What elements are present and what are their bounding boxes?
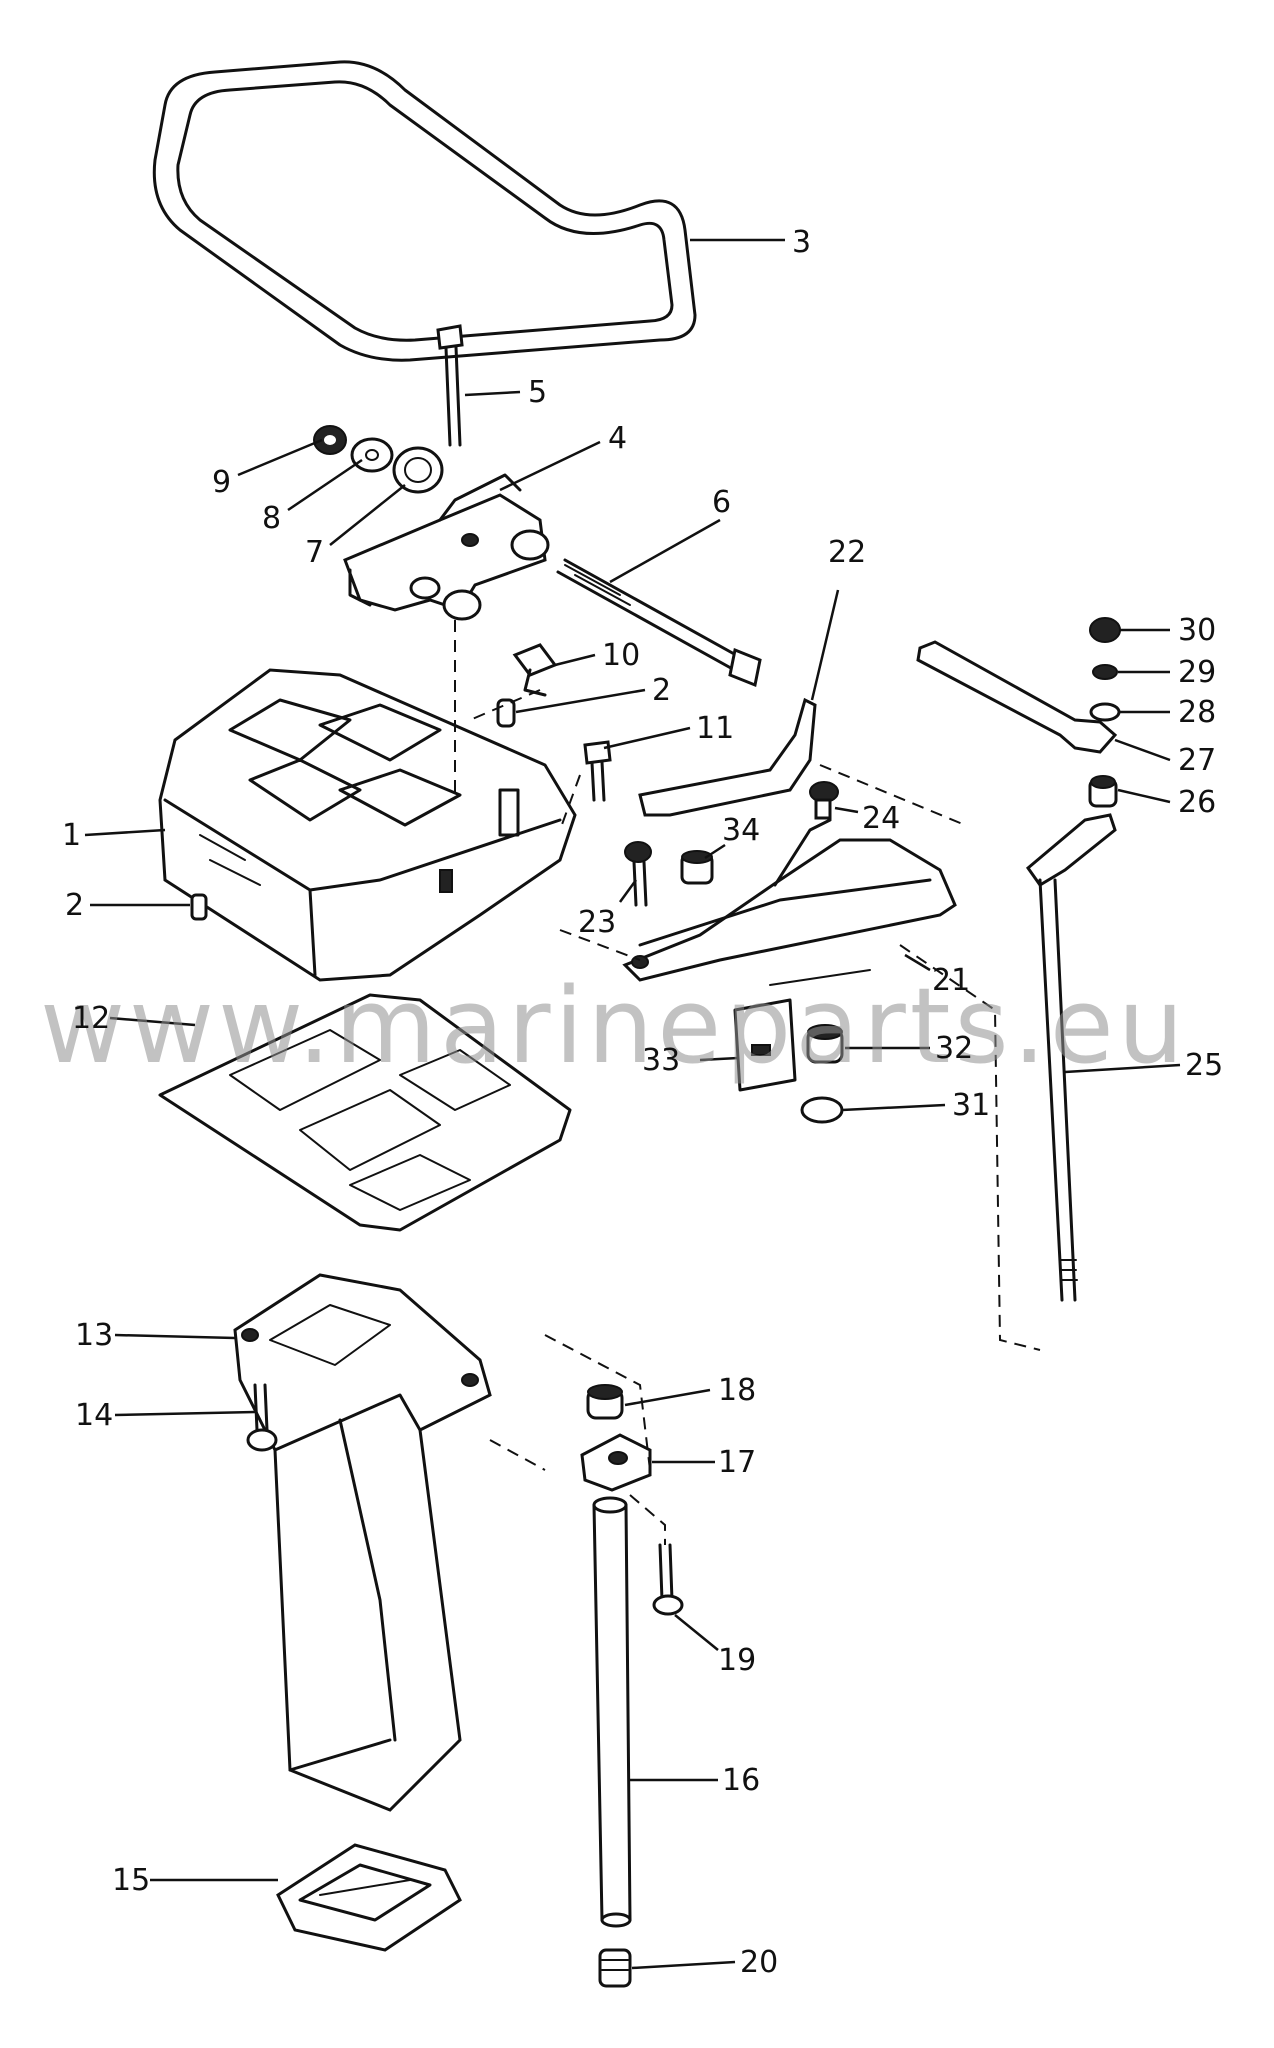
callout-4: 4 (608, 421, 627, 456)
bracket-strap-part-22 (638, 697, 817, 817)
watermark: www.marineparts.eu (40, 965, 1188, 1087)
callout-16: 16 (722, 1763, 760, 1798)
callout-11: 11 (696, 711, 734, 746)
long-bolt-part-6 (556, 558, 762, 688)
callout-19: 19 (718, 1643, 756, 1678)
plate-part-33 (733, 998, 797, 1092)
grommet-part-18 (586, 1384, 624, 1420)
seal-part-15 (276, 1843, 462, 1952)
bolt-part-19 (652, 1543, 684, 1616)
lever-part-27 (916, 640, 1118, 754)
driveshaft-housing-part-13 (233, 1273, 492, 1812)
callout-8: 8 (262, 501, 281, 536)
callout-28: 28 (1178, 695, 1216, 730)
callout-33: 33 (642, 1043, 680, 1078)
gasket-ring-part-3 (152, 60, 697, 362)
callout-27: 27 (1178, 743, 1216, 778)
bolt-part-11 (583, 740, 612, 802)
bushing-part-32 (806, 1024, 844, 1064)
callout-15: 15 (112, 1863, 150, 1898)
bolt-part-5 (436, 324, 464, 447)
callout-7: 7 (305, 535, 324, 570)
callout-30: 30 (1178, 613, 1216, 648)
callout-18: 18 (718, 1373, 756, 1408)
housing-part-4 (343, 473, 550, 621)
bracket-part-21 (622, 818, 957, 986)
callout-23: 23 (578, 905, 616, 940)
bracket-part-17 (580, 1433, 652, 1492)
callout-32: 32 (935, 1031, 973, 1066)
callout-17: 17 (718, 1445, 756, 1480)
washer-part-29 (1092, 664, 1118, 680)
assembly-guide-lines (454, 620, 1041, 1545)
callout-14: 14 (75, 1398, 113, 1433)
bolt-part-24 (809, 781, 839, 820)
callout-6: 6 (712, 485, 731, 520)
callout-34: 34 (722, 813, 760, 848)
callout-22: 22 (828, 535, 866, 570)
fitting-part-10 (512, 643, 558, 697)
bushing-part-31 (800, 1096, 844, 1124)
callout-2-lower: 2 (65, 888, 84, 923)
callout-leaders (84, 238, 1181, 1970)
callout-20: 20 (740, 1945, 778, 1980)
callout-5: 5 (528, 375, 547, 410)
bolt-part-14 (246, 1383, 278, 1452)
callout-21: 21 (932, 963, 970, 998)
callout-9: 9 (212, 465, 231, 500)
water-tube-part-16 (592, 1496, 632, 1928)
nut-part-9 (313, 425, 347, 455)
grommet-part-34 (680, 850, 714, 885)
washer-part-28 (1089, 702, 1121, 722)
adapter-plate-part-1 (158, 668, 577, 982)
callout-24: 24 (862, 801, 900, 836)
callout-10: 10 (602, 638, 640, 673)
callout-12: 12 (72, 1001, 110, 1036)
callout-2-upper: 2 (652, 673, 671, 708)
bolt-part-23 (624, 841, 652, 907)
gasket-part-12 (158, 993, 572, 1232)
callout-26: 26 (1178, 785, 1216, 820)
callout-labels: 3 5 4 9 8 7 6 22 30 29 28 27 26 10 2 11 … (62, 225, 1223, 1980)
shaft-part-25 (1025, 813, 1117, 1302)
callout-29: 29 (1178, 655, 1216, 690)
dowel-pin-part-2-upper (496, 698, 516, 728)
washer-part-8 (350, 437, 394, 473)
callout-3: 3 (792, 225, 811, 260)
nut-part-30 (1089, 617, 1121, 643)
dowel-pin-part-2-lower (190, 893, 208, 921)
callout-25: 25 (1185, 1048, 1223, 1083)
callout-13: 13 (75, 1318, 113, 1353)
seal-part-7 (392, 446, 444, 494)
callout-31: 31 (952, 1088, 990, 1123)
fitting-part-20 (598, 1948, 632, 1988)
callout-1: 1 (62, 818, 81, 853)
fitting-part-26 (1088, 775, 1118, 808)
